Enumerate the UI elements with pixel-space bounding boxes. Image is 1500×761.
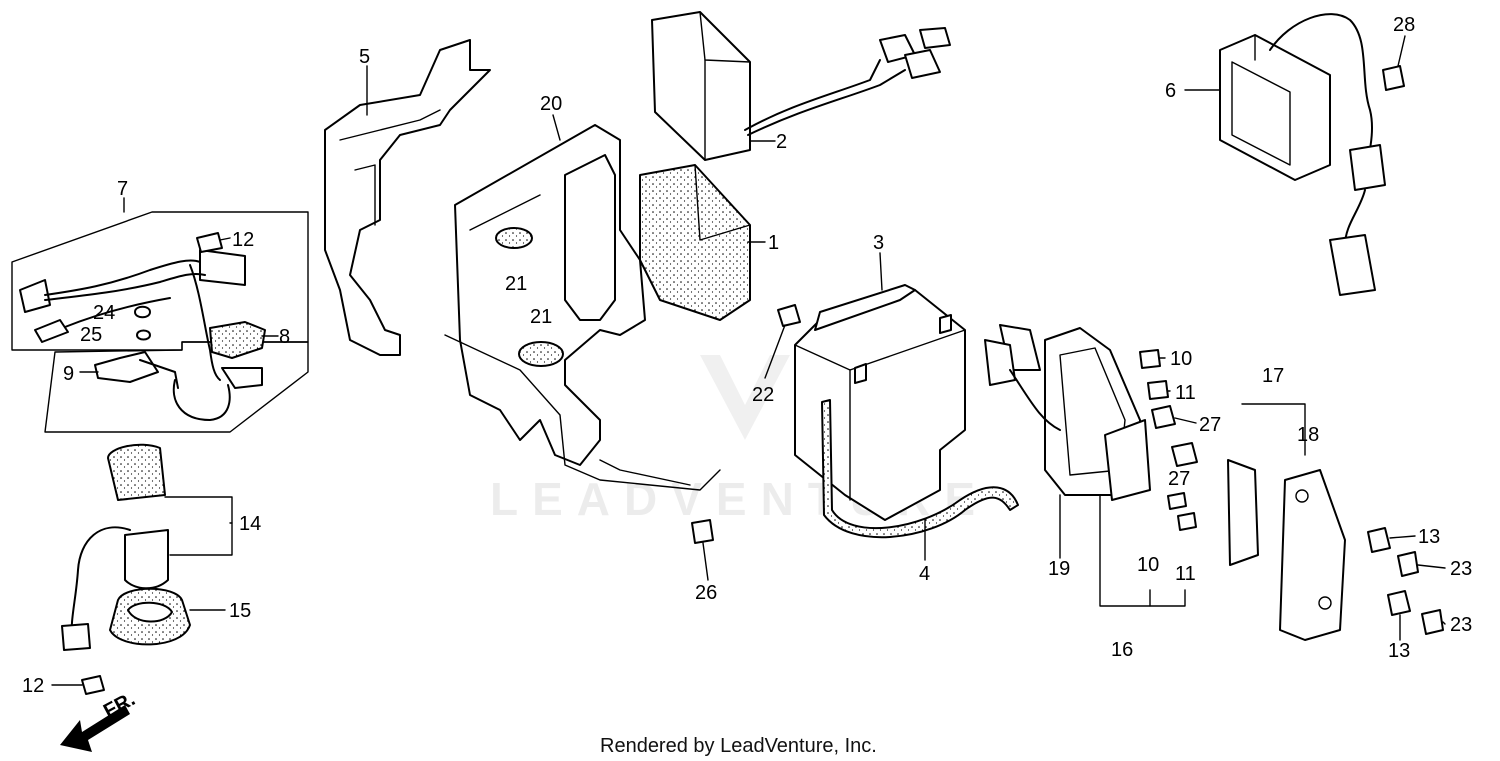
label-18: 18 <box>1297 424 1319 446</box>
label-11-bottom: 11 <box>1175 563 1196 585</box>
label-13-bottom: 13 <box>1388 640 1410 662</box>
label-3: 3 <box>873 232 884 254</box>
part-22-bolt <box>777 304 801 327</box>
label-9: 9 <box>63 363 74 385</box>
part-2-control-unit <box>651 11 951 161</box>
part-16-bracket-line <box>1099 494 1186 607</box>
part-26-bolt <box>691 519 714 544</box>
part-27-bolt-top <box>1151 405 1176 429</box>
part-1-ecu-holder <box>639 164 751 321</box>
label-8: 8 <box>279 326 290 348</box>
part-11-fuse-bottom <box>1177 512 1197 531</box>
part-17-gasket <box>1227 459 1259 566</box>
label-11-top: 11 <box>1175 382 1196 404</box>
part-21-grommet-bottom <box>518 341 564 367</box>
label-2: 2 <box>776 131 787 153</box>
label-4: 4 <box>919 563 930 585</box>
label-23-bottom: 23 <box>1450 614 1472 636</box>
leader-lines <box>51 35 1446 686</box>
part-17-bracket-line <box>1241 403 1306 456</box>
label-27-top: 27 <box>1199 414 1221 436</box>
part-14-relay <box>61 443 233 651</box>
part-labels: 1 2 3 4 5 6 7 8 9 10 10 11 11 12 12 13 1… <box>22 14 1472 723</box>
part-10-fuse-bottom <box>1167 492 1187 510</box>
label-7: 7 <box>117 178 128 200</box>
label-16: 16 <box>1111 639 1133 661</box>
part-21-grommet-top <box>495 227 533 249</box>
part-23-screw-top <box>1397 551 1419 577</box>
label-20: 20 <box>540 93 562 115</box>
credit-text: Rendered by LeadVenture, Inc. <box>600 735 877 757</box>
label-19: 19 <box>1048 558 1070 580</box>
label-27-bottom: 27 <box>1168 468 1190 490</box>
label-17: 17 <box>1262 365 1284 387</box>
part-23-screw-bottom <box>1421 609 1444 635</box>
part-11-fuse-top <box>1147 380 1169 400</box>
part-13-collar-bottom <box>1387 590 1411 616</box>
front-direction-arrow <box>60 705 130 752</box>
label-1: 1 <box>768 232 779 254</box>
label-12-bottom: 12 <box>22 675 44 697</box>
label-24: 24 <box>93 302 115 324</box>
part-10-fuse-top <box>1139 349 1161 369</box>
label-10-top: 10 <box>1170 348 1192 370</box>
label-12-top: 12 <box>232 229 254 251</box>
part-20-frame <box>444 124 721 491</box>
label-6: 6 <box>1165 80 1176 102</box>
label-5: 5 <box>359 46 370 68</box>
label-25: 25 <box>80 324 102 346</box>
part-12-fuse-bottom <box>81 675 105 695</box>
part-6-regulator <box>1219 13 1386 296</box>
label-21-bottom: 21 <box>530 306 552 328</box>
label-22: 22 <box>752 384 774 406</box>
label-14: 14 <box>239 513 261 535</box>
part-18-lid <box>1279 469 1346 641</box>
label-23-top: 23 <box>1450 558 1472 580</box>
part-13-collar-top <box>1367 527 1391 553</box>
part-7-harness-assembly <box>11 211 309 433</box>
part-4-breather-tube <box>821 399 1019 539</box>
label-15: 15 <box>229 600 251 622</box>
part-5-cover <box>324 39 491 356</box>
part-27-bolt-bottom <box>1171 442 1198 467</box>
part-3-battery <box>794 284 966 521</box>
label-10-bottom: 10 <box>1137 554 1159 576</box>
label-26: 26 <box>695 582 717 604</box>
part-19-fuse-box <box>984 324 1151 501</box>
label-28: 28 <box>1393 14 1415 36</box>
label-21-top: 21 <box>505 273 527 295</box>
part-28-bolt <box>1382 65 1405 91</box>
label-13-top: 13 <box>1418 526 1440 548</box>
part-15-cover <box>109 587 191 646</box>
